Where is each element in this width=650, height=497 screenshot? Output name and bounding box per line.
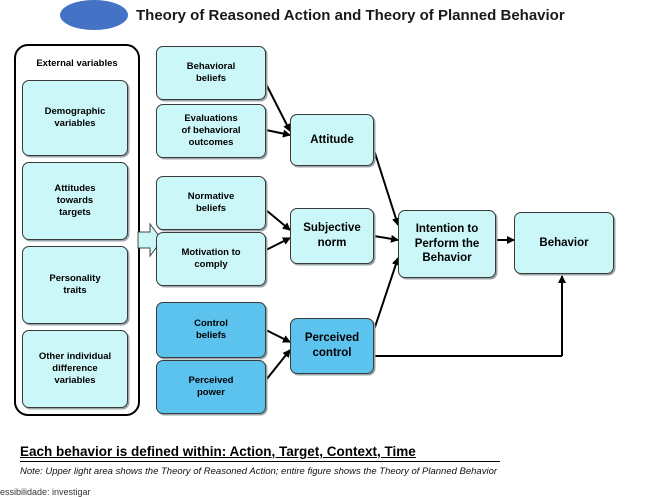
external-variables-label: External variables xyxy=(36,58,118,69)
perceived-power-box: Perceived power xyxy=(156,360,266,414)
subjective-norm-box: Subjective norm xyxy=(290,208,374,264)
normative-beliefs-box: Normative beliefs xyxy=(156,176,266,230)
footer-title: Each behavior is defined within: Action,… xyxy=(20,444,416,459)
attitudes-towards-targets-box: Attitudes towards targets xyxy=(22,162,128,240)
arrow-control-beliefs-to-perceived-control xyxy=(265,329,291,343)
other-individual-difference-variables-box: Other individual difference variables xyxy=(22,330,128,408)
footer-divider xyxy=(20,461,500,462)
behavioral-beliefs-box: Behavioral beliefs xyxy=(156,46,266,100)
arrow-behavioral-beliefs-to-attitude xyxy=(263,79,291,132)
control-beliefs-box: Control beliefs xyxy=(156,302,266,358)
arrow-motivation-to-subjective-norm xyxy=(265,237,291,251)
decorative-blob xyxy=(60,0,128,30)
arrow-normative-beliefs-to-subjective-norm xyxy=(265,209,291,231)
motivation-to-comply-box: Motivation to comply xyxy=(156,232,266,286)
arrow-evaluations-to-attitude xyxy=(265,129,291,138)
bottom-cutoff-text: essibilidade: investigar xyxy=(0,487,91,497)
diagram-title: Theory of Reasoned Action and Theory of … xyxy=(136,7,565,24)
intention-to-perform-behavior-box: Intention to Perform the Behavior xyxy=(398,210,496,278)
behavior-box: Behavior xyxy=(514,212,614,274)
perceived-control-box: Perceived control xyxy=(290,318,374,374)
arrow-perceived-control-to-intention xyxy=(373,257,400,331)
personality-traits-box: Personality traits xyxy=(22,246,128,324)
arrow-attitude-to-intention xyxy=(373,149,400,226)
attitude-box: Attitude xyxy=(290,114,374,166)
evaluations-of-behavioral-outcomes-box: Evaluations of behavioral outcomes xyxy=(156,104,266,158)
arrow-perceived-power-to-perceived-control xyxy=(265,349,291,381)
demographic-variables-box: Demographic variables xyxy=(22,80,128,156)
arrow-subjective-norm-to-intention xyxy=(373,234,399,243)
footer-note: Note: Upper light area shows the Theory … xyxy=(20,466,498,477)
